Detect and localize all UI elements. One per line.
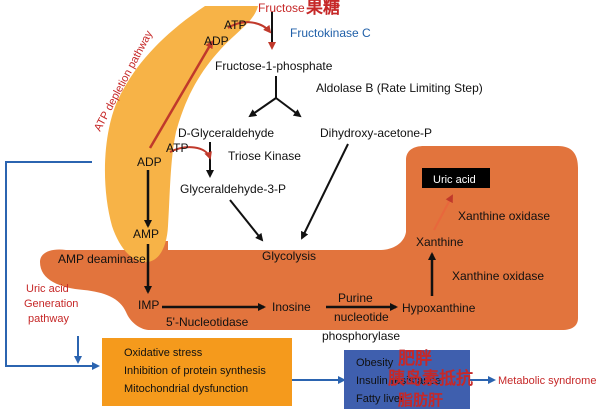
dhap-label: Dihydroxy-acetone-P (320, 126, 432, 140)
fructose-cn-label: 果糖 (306, 0, 340, 17)
xo-top-label: Xanthine oxidase (458, 209, 550, 223)
arrow-to-dga (248, 97, 277, 118)
uric-pathway-line1: Uric acid (26, 283, 69, 295)
uric-pathway-line3: pathway (28, 313, 69, 325)
effect-oxidative: Oxidative stress (124, 347, 203, 359)
outcome-insulin-cn: 胰岛素抵抗 (388, 368, 473, 388)
f1p-label: Fructose-1-phosphate (215, 59, 333, 73)
triose-kinase-label: Triose Kinase (228, 149, 301, 163)
fructose-label: Fructose (258, 1, 305, 15)
fructokinase-label: Fructokinase C (290, 26, 371, 40)
arrow-atp-depletion (148, 40, 214, 149)
pnp-line2: nucleotide (334, 310, 389, 324)
pnp-line3: phosphorylase (322, 329, 400, 343)
arrow-atp-depletion-to-effects (5, 161, 100, 370)
uric-acid-box (422, 168, 490, 188)
dga-label: D-Glyceraldehyde (178, 126, 274, 140)
atp-top-label: ATP (224, 18, 246, 32)
outcome-fatty-cn: 脂肪肝 (398, 391, 443, 409)
outcome-obesity-cn: 肥胖 (398, 348, 432, 368)
effects-box (102, 338, 292, 406)
amp-label: AMP (133, 227, 159, 241)
nucleotidase-label: 5'-Nucleotidase (166, 315, 249, 329)
aldolase-label: Aldolase B (Rate Limiting Step) (316, 81, 483, 95)
outcome-insulin: Insulin resistance (356, 375, 441, 387)
effect-mito: Mitochondrial dysfunction (124, 383, 248, 395)
g3p-label: Glyceraldehyde-3-P (180, 182, 286, 196)
imp-label: IMP (138, 298, 159, 312)
xo-bottom-label: Xanthine oxidase (452, 269, 544, 283)
adp-mid-label: ADP (137, 155, 162, 169)
adp-top-label: ADP (204, 34, 229, 48)
atp-mid-label: ATP (166, 141, 188, 155)
amp-deaminase-label: AMP deaminase (58, 252, 146, 266)
uric-acid-label: Uric acid (433, 174, 476, 186)
outcomes-box (344, 350, 470, 409)
arrow-atp-adp-mid (169, 146, 212, 160)
metabolic-syndrome-label: Metabolic syndrome (498, 375, 596, 387)
outcome-fatty: Fatty liver (356, 393, 404, 405)
arrow-xanthine-to-uric-acid (433, 194, 453, 231)
glycolysis-label: Glycolysis (262, 249, 316, 263)
uric-acid-band (40, 146, 578, 330)
hypoxanthine-label: Hypoxanthine (402, 301, 476, 315)
outcome-obesity: Obesity (356, 357, 394, 369)
inosine-label: Inosine (272, 300, 311, 314)
arrow-g3p-to-glycolysis (229, 199, 264, 242)
arrow-atp-adp-top (227, 21, 272, 34)
uric-pathway-line2: Generation (24, 298, 78, 310)
xanthine-label: Xanthine (416, 235, 464, 249)
pnp-line1: Purine (338, 291, 373, 305)
atp-depletion-band (104, 6, 258, 263)
arrow-dhap-to-glycolysis (301, 143, 349, 240)
effect-protein: Inhibition of protein synthesis (124, 365, 266, 377)
arrow-to-dhap (275, 97, 302, 118)
